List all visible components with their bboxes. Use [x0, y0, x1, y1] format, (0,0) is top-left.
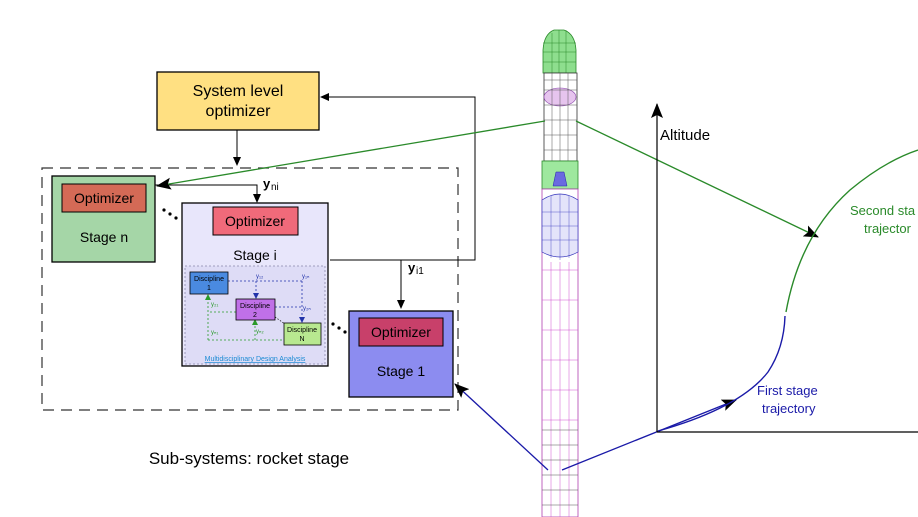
first-stage-label-line2: trajectory: [762, 401, 816, 416]
trajectory-axes: [651, 103, 918, 433]
discipline-n-line1: Discipline: [287, 327, 317, 334]
discipline-1-line2: 1: [207, 285, 211, 292]
rocket-wireframe: [541, 29, 579, 517]
y-ni-base: y: [263, 176, 271, 191]
stage-n-optimizer-label: Optimizer: [74, 190, 134, 206]
subsystems-caption: Sub-systems: rocket stage: [149, 449, 349, 468]
stage-1-box: Optimizer Stage 1: [348, 310, 454, 398]
green-pointer-to-second-trajectory: [575, 120, 819, 238]
first-stage-trajectory-curve: [657, 315, 786, 432]
coupling-y21: y₂₁: [211, 302, 218, 308]
y-i1-arrow: [330, 259, 405, 309]
mda-panel: Discipline 1 Discipline 2 Discipline N y…: [184, 265, 326, 365]
coupling-y1n: y₁ₙ: [302, 274, 310, 280]
ellipsis-dots-2: [331, 322, 347, 334]
y-ni-sub: ni: [271, 182, 279, 193]
second-stage-trajectory-curve: [785, 149, 918, 313]
green-pointer-to-stage-n: [156, 120, 546, 190]
stage-n-box: Optimizer Stage n: [51, 175, 156, 263]
discipline-2-line1: Discipline: [240, 303, 270, 310]
discipline-2-line2: 2: [253, 312, 257, 319]
first-stage-label-line1: First stage: [757, 383, 818, 398]
subsystems-frame: [41, 167, 459, 411]
y-i1-sub: i1: [416, 266, 424, 277]
coupling-y2n: y₂ₙ: [303, 306, 311, 312]
rocket-nose: [542, 29, 577, 74]
stage-i-box: Optimizer Stage i Discipline: [181, 202, 329, 367]
stage-1-label: Stage 1: [377, 363, 425, 379]
y-ni-arrow: [155, 184, 261, 203]
discipline-n-line2: N: [299, 336, 304, 343]
discipline-1-box: [189, 271, 229, 295]
y-i1-base: y: [408, 260, 416, 275]
discipline-2-box: [235, 298, 276, 321]
coupling-yn1: yₙ₁: [211, 330, 218, 336]
stage-1-optimizer-label: Optimizer: [371, 324, 431, 340]
stage-i-feedback-arrow: [320, 93, 476, 261]
system-optimizer-line2: optimizer: [206, 103, 272, 120]
stage-n-label: Stage n: [80, 229, 128, 245]
stage-i-optimizer-label: Optimizer: [225, 213, 285, 229]
discipline-1-line1: Discipline: [194, 276, 224, 283]
discipline-n-box: [283, 322, 322, 346]
second-stage-label-line2: trajector: [864, 221, 912, 236]
coupling-yn2: yₙ₂: [256, 329, 264, 335]
stage-i-label: Stage i: [233, 247, 277, 263]
ellipsis-dots-1: [162, 208, 178, 220]
coupling-y12: y₁₂: [256, 274, 264, 280]
second-stage-label-line1: Second sta: [850, 203, 916, 218]
system-level-optimizer: System level optimizer: [156, 71, 320, 131]
blue-pointer-to-stage-1: [454, 383, 549, 471]
system-optimizer-line1: System level: [193, 83, 284, 100]
mda-caption: Multidisciplinary Design Analysis: [205, 356, 306, 363]
altitude-label: Altitude: [660, 127, 710, 144]
blue-pointer-to-first-trajectory: [561, 399, 737, 471]
